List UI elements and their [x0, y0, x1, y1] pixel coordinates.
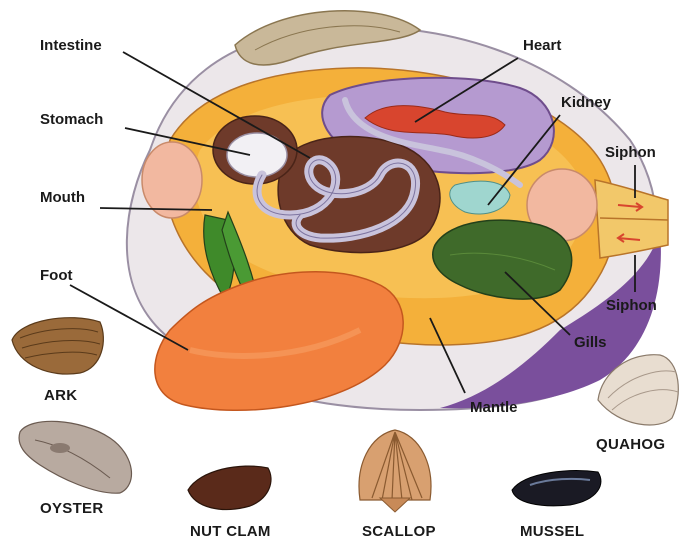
oyster-shell	[19, 421, 131, 493]
label-mantle: Mantle	[470, 400, 518, 415]
label-ark: ARK	[44, 388, 77, 403]
label-siphon-bottom: Siphon	[606, 298, 657, 313]
label-heart: Heart	[523, 38, 561, 53]
nut-clam-shell	[188, 466, 271, 509]
label-siphon-top: Siphon	[605, 145, 656, 160]
label-foot: Foot	[40, 268, 72, 283]
label-mouth: Mouth	[40, 190, 85, 205]
ark-shell	[12, 318, 103, 374]
mussel-shell	[512, 471, 601, 506]
label-oyster: OYSTER	[40, 501, 103, 516]
anterior-adductor	[142, 142, 202, 218]
label-intestine: Intestine	[40, 38, 102, 53]
label-quahog: QUAHOG	[596, 437, 665, 452]
scallop-shell	[359, 430, 431, 512]
label-scallop: SCALLOP	[362, 524, 436, 539]
label-gills: Gills	[574, 335, 607, 350]
label-stomach: Stomach	[40, 112, 103, 127]
label-mussel: MUSSEL	[520, 524, 584, 539]
label-nut-clam: NUT CLAM	[190, 524, 271, 539]
label-kidney: Kidney	[561, 95, 611, 110]
